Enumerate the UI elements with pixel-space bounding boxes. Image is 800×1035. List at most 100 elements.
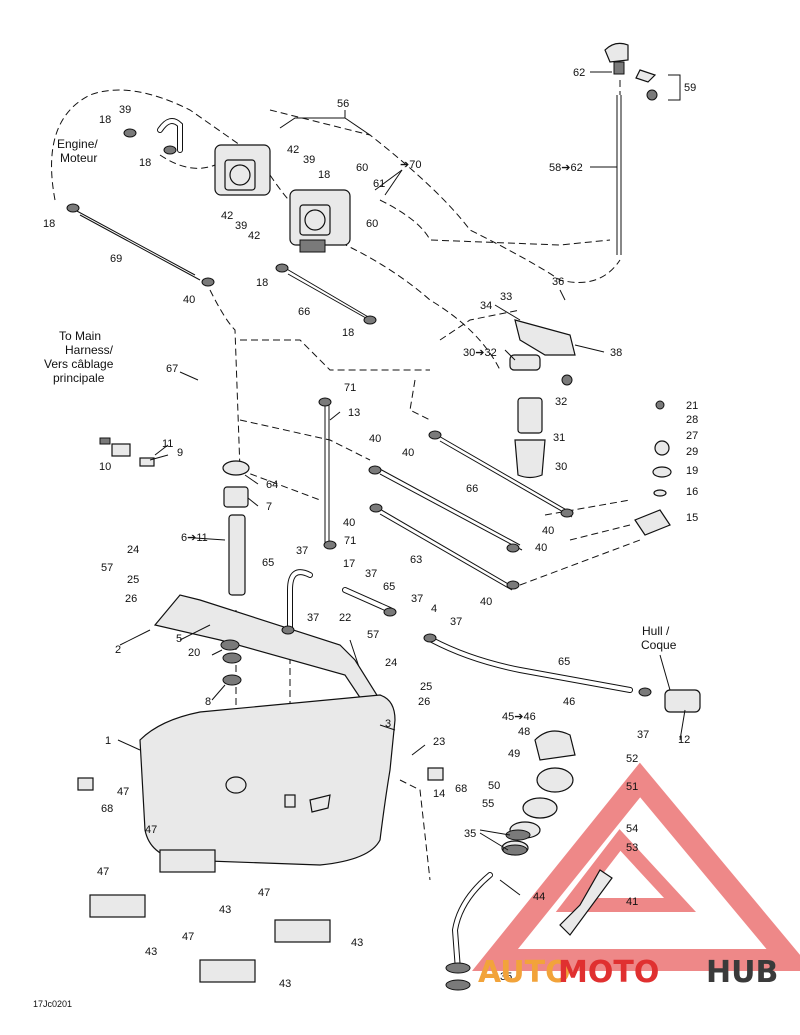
callout-52: 52 <box>626 753 638 765</box>
note-harness-line2: Harness/ <box>65 343 114 357</box>
carburetor-lower <box>289 189 351 253</box>
callout-1: 1 <box>105 735 111 747</box>
tank-pads <box>77 767 444 983</box>
callout-62: 62 <box>573 67 585 79</box>
callout-40: 40 <box>542 525 554 537</box>
callout-39: 39 <box>235 220 247 232</box>
callout-50: 50 <box>488 780 500 792</box>
callout-37: 37 <box>637 729 649 741</box>
note-harness-line1: To Main <box>59 329 101 343</box>
diagram-code: 17Jc0201 <box>33 999 72 1009</box>
watermark-moto: MOTO <box>558 955 659 990</box>
callout-59: 59 <box>684 82 696 94</box>
note-harness-line3: Vers câblage <box>44 357 114 371</box>
callout-40: 40 <box>369 433 381 445</box>
callout-65: 65 <box>558 656 570 668</box>
callout-10: 10 <box>99 461 111 473</box>
callout-61: 61 <box>373 178 385 190</box>
callout-35: 35 <box>500 971 512 983</box>
watermark-hub: HUB <box>706 955 778 990</box>
callout-leaders <box>117 71 686 896</box>
callout-40: 40 <box>183 294 195 306</box>
callout-26: 26 <box>125 593 137 605</box>
callout-61-70: ➔70 <box>400 159 421 171</box>
callout-8: 8 <box>205 696 211 708</box>
callout-30: 30 <box>555 461 567 473</box>
watermark-auto: AUTO <box>478 955 571 990</box>
callout-71: 71 <box>344 535 356 547</box>
callout-32: 32 <box>555 396 567 408</box>
watermark-triangle-outer <box>472 762 800 971</box>
callout-19: 19 <box>686 465 698 477</box>
callout-14: 14 <box>433 788 445 800</box>
callout-37: 37 <box>411 593 423 605</box>
callout-4: 4 <box>431 603 437 615</box>
pipes <box>74 95 622 701</box>
callout-55: 55 <box>482 798 494 810</box>
callout-27: 27 <box>686 430 698 442</box>
callout-18: 18 <box>43 218 55 230</box>
note-hull-line1: Hull / <box>642 624 670 638</box>
callout-51: 51 <box>626 781 638 793</box>
callout-42: 42 <box>248 230 260 242</box>
callout-56: 56 <box>337 98 349 110</box>
hull-fitting <box>664 689 701 713</box>
callout-40: 40 <box>535 542 547 554</box>
callout-57: 57 <box>367 629 379 641</box>
callout-65: 65 <box>262 557 274 569</box>
note-engine-line2: Moteur <box>60 151 97 165</box>
callout-49: 49 <box>508 748 520 760</box>
callout-6-11: 6➔11 <box>181 532 208 544</box>
callout-17: 17 <box>343 558 355 570</box>
callout-53: 53 <box>626 842 638 854</box>
callout-65: 65 <box>383 581 395 593</box>
callout-24: 24 <box>127 544 139 556</box>
fuel-tank <box>139 694 396 866</box>
callout-47: 47 <box>117 786 129 798</box>
callout-40: 40 <box>402 447 414 459</box>
callout-11: 11 <box>162 438 173 450</box>
fuel-valve <box>634 400 672 536</box>
note-hull-line2: Coque <box>641 638 677 652</box>
callout-12: 12 <box>678 734 690 746</box>
choke-knob <box>604 42 658 101</box>
callout-40: 40 <box>343 517 355 529</box>
callout-47: 47 <box>182 931 194 943</box>
callout-23: 23 <box>433 736 445 748</box>
watermark-text: AUTO MOTO HUB <box>478 955 778 990</box>
callout-26: 26 <box>418 696 430 708</box>
fuel-filter-assembly <box>509 319 576 479</box>
clamps <box>66 128 652 991</box>
callout-37: 37 <box>365 568 377 580</box>
callout-43: 43 <box>145 946 157 958</box>
watermark <box>472 762 800 971</box>
callout-63: 63 <box>410 554 422 566</box>
callout-47: 47 <box>145 824 157 836</box>
notes: Engine/ Moteur To Main Harness/ Vers câb… <box>33 137 677 1009</box>
callout-58-62: 58➔62 <box>549 162 583 174</box>
callout-7: 7 <box>266 501 272 513</box>
callout-68: 68 <box>455 783 467 795</box>
callout-2: 2 <box>115 644 121 656</box>
callout-40: 40 <box>480 596 492 608</box>
hoses <box>157 118 633 973</box>
callout-9: 9 <box>177 447 183 459</box>
callout-15: 15 <box>686 512 698 524</box>
callout-20: 20 <box>188 647 200 659</box>
callout-18: 18 <box>139 157 151 169</box>
filler-neck <box>501 730 613 936</box>
callout-47: 47 <box>97 866 109 878</box>
callout-33: 33 <box>500 291 512 303</box>
callout-45-46: 45➔46 <box>502 711 536 723</box>
callout-37: 37 <box>307 612 319 624</box>
watermark-triangle-inner <box>555 829 696 912</box>
callout-48: 48 <box>518 726 530 738</box>
callout-37: 37 <box>296 545 308 557</box>
callout-47: 47 <box>258 887 270 899</box>
callouts: 62 59 58➔62 56 18 39 18 42 39 18 60 ➔70 … <box>43 67 698 990</box>
callout-18: 18 <box>99 114 111 126</box>
callout-28: 28 <box>686 414 698 426</box>
callout-25: 25 <box>420 681 432 693</box>
callout-43: 43 <box>351 937 363 949</box>
